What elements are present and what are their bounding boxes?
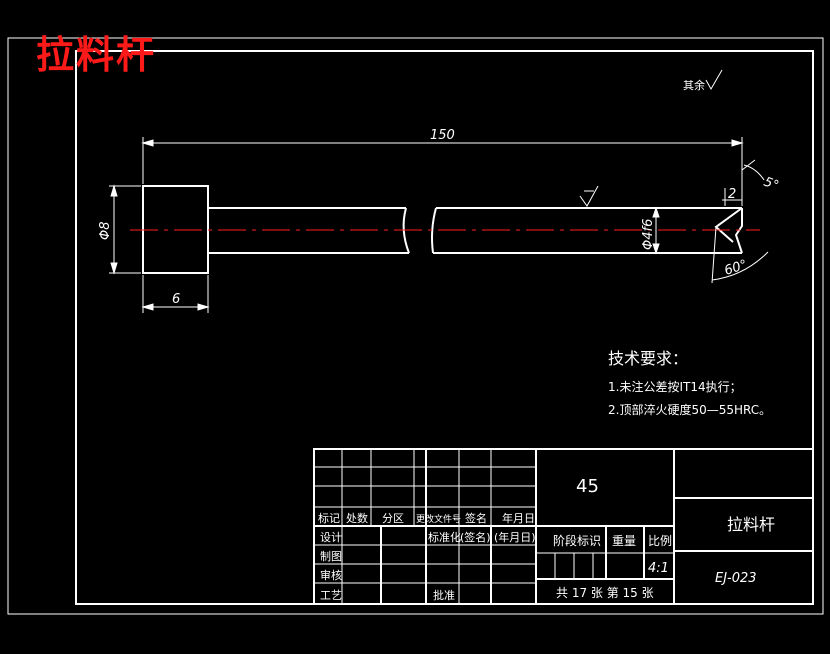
tech-req-item-1: 1.未注公差按IT14执行；	[608, 379, 742, 394]
outer-border	[7, 37, 824, 615]
head-diameter-label: Φ8	[98, 221, 113, 240]
row-approve: 批准	[433, 588, 455, 602]
header-date: 年月日	[502, 511, 535, 525]
tip-dimensions	[711, 159, 769, 284]
overall-length-label: 150	[430, 128, 455, 143]
roughness-symbol-icon	[705, 69, 723, 91]
z-groove	[714, 207, 743, 243]
title-block-thin-lines	[314, 449, 674, 604]
shaft-diameter-dimension	[652, 206, 660, 255]
groove-angle-label: 60°	[723, 257, 750, 278]
part-name: 拉料杆	[727, 515, 775, 534]
shaft-diameter-label: Φ4f6	[641, 219, 656, 250]
surface-finish-note: 其余	[683, 78, 705, 92]
row-sign-paren: (签名)	[460, 530, 491, 544]
shaft-roughness-icon	[579, 185, 599, 207]
header-zone: 分区	[382, 512, 404, 525]
chamfer-label: 2	[728, 187, 736, 202]
watermark-title: 拉料杆	[36, 32, 157, 77]
header-mark: 标记	[318, 511, 340, 525]
row-standardize: 标准化	[428, 530, 461, 544]
header-count: 处数	[346, 512, 368, 525]
tech-req-item-2: 2.顶部淬火硬度50—55HRC。	[608, 402, 771, 417]
overall-length-dimension	[141, 137, 744, 206]
head-length-label: 6	[172, 292, 180, 307]
scale-label: 比例	[648, 534, 672, 548]
drawing-number: EJ-023	[715, 571, 757, 586]
scale-value: 4:1	[648, 561, 669, 576]
row-draw: 制图	[320, 550, 342, 563]
stage-mark-label: 阶段标识	[553, 533, 601, 548]
header-signature: 签名	[465, 511, 487, 525]
sheet-info: 共 17 张 第 15 张	[556, 586, 654, 600]
row-design: 设计	[320, 531, 342, 544]
header-change-doc: 更改文件号	[416, 513, 461, 525]
tip-angle-label: 5°	[762, 175, 781, 194]
head-length-dimension	[141, 275, 210, 313]
row-date-paren: (年月日)	[494, 530, 536, 544]
weight-label: 重量	[612, 534, 636, 548]
material-value: 45	[576, 476, 599, 497]
head-diameter-dimension	[109, 184, 141, 275]
row-process: 工艺	[320, 589, 342, 602]
row-check: 审核	[320, 568, 342, 582]
title-block	[313, 448, 814, 605]
tech-req-heading: 技术要求：	[608, 349, 688, 368]
